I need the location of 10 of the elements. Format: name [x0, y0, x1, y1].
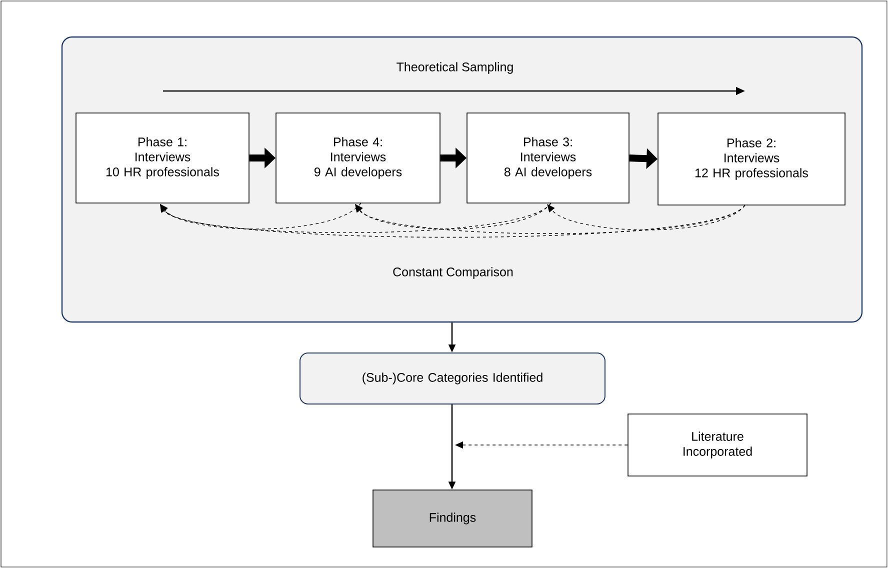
input-box: Literature Incorporated [628, 414, 808, 476]
panel-label: Constant Comparison [393, 267, 513, 279]
panel-label: Theoretical Sampling [396, 62, 513, 74]
process-box: (Sub-)Core Categories Identified [300, 352, 606, 404]
phase-box: Phase 1: Interviews 10 HR professionals [76, 112, 250, 204]
feedback-arrow [547, 204, 746, 230]
phase-box: Phase 4: Interviews 9 AI developers [276, 112, 440, 204]
result-box: Findings [372, 490, 532, 548]
phase-box: Phase 2: Interviews 12 HR professionals [658, 112, 846, 206]
phase-box: Phase 3: Interviews 8 AI developers [466, 112, 630, 204]
